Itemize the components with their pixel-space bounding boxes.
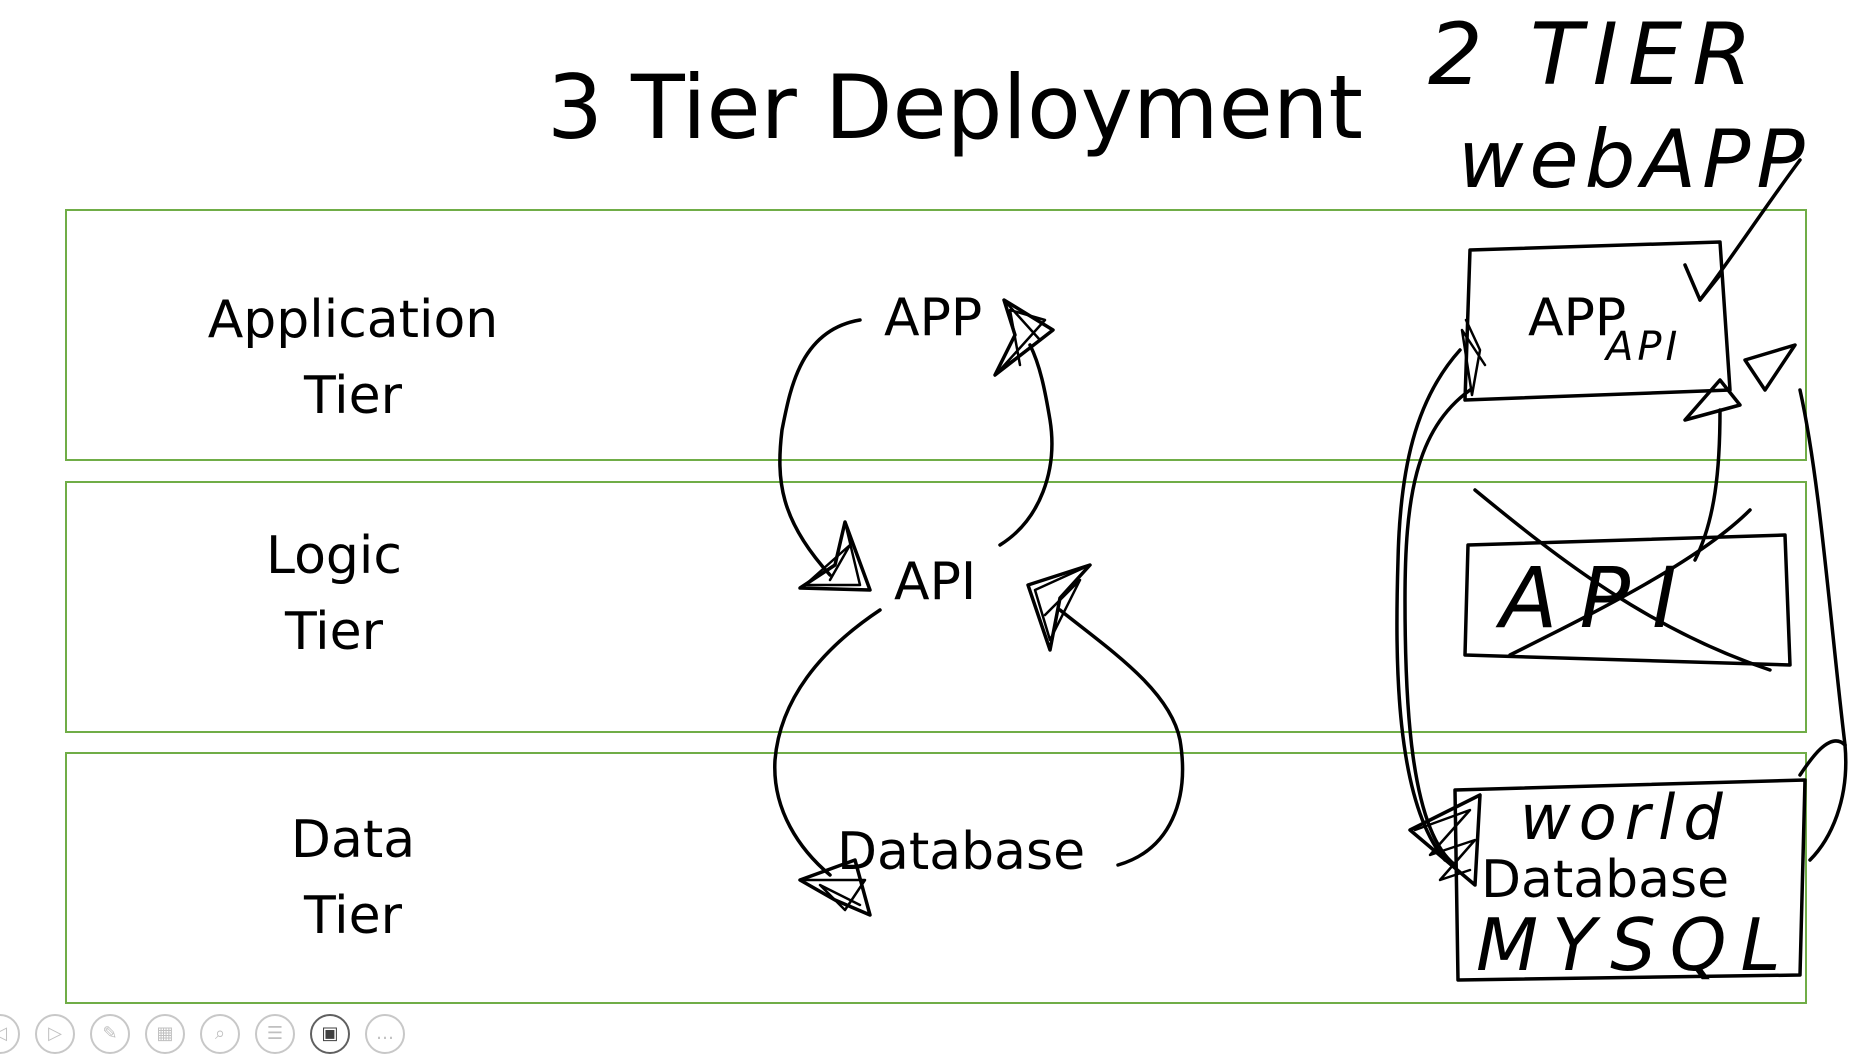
data-tier-label-line1: Data xyxy=(290,810,416,870)
data-tier-label-line2: Tier xyxy=(304,886,402,946)
pen-icon: ✎ xyxy=(102,1023,118,1044)
pen-button[interactable]: ✎ xyxy=(90,1014,130,1054)
zoom-button[interactable]: ⌕ xyxy=(200,1014,240,1054)
presentation-toolbar: ◁ ▷ ✎ ▦ ⌕ ☰ ▣ … xyxy=(0,1012,405,1056)
handwritten-2-tier-heading: 2 TIER xyxy=(1428,5,1763,105)
next-slide-icon: ▷ xyxy=(48,1023,62,1044)
handwritten-webapp-label: webAPP xyxy=(1458,113,1811,206)
logic-tier-label-line2: Tier xyxy=(285,602,383,662)
handwritten-world-label: world xyxy=(1520,781,1731,854)
more-icon: … xyxy=(376,1023,394,1044)
application-tier-band xyxy=(65,209,1807,461)
subtitles-icon: ☰ xyxy=(266,1023,284,1044)
three-tier-api-node: API xyxy=(894,552,977,612)
magnifier-icon: ⌕ xyxy=(214,1023,226,1044)
slide-title: 3 Tier Deployment xyxy=(546,56,1364,159)
more-options-button[interactable]: … xyxy=(365,1014,405,1054)
data-tier-label: Data Tier xyxy=(143,802,563,954)
application-tier-label: Application Tier xyxy=(143,282,563,434)
previous-slide-icon: ◁ xyxy=(0,1025,7,1043)
handwritten-crossed-api: API xyxy=(1500,549,1699,647)
subtitles-button[interactable]: ☰ xyxy=(255,1014,295,1054)
application-tier-label-line2: Tier xyxy=(304,366,402,426)
camera-button[interactable]: ▣ xyxy=(310,1014,350,1054)
grid-icon: ▦ xyxy=(156,1023,174,1044)
handwritten-api-note: API xyxy=(1606,324,1682,370)
see-all-slides-button[interactable]: ▦ xyxy=(145,1014,185,1054)
application-tier-label-line1: Application xyxy=(207,290,499,350)
camera-icon: ▣ xyxy=(321,1023,339,1044)
three-tier-database-node: Database xyxy=(837,822,1086,882)
three-tier-app-node: APP xyxy=(884,288,983,348)
logic-tier-label: Logic Tier xyxy=(124,518,544,670)
handwritten-mysql-label: MYSQL xyxy=(1476,903,1795,987)
previous-slide-button[interactable]: ◁ xyxy=(0,1014,20,1054)
next-slide-button[interactable]: ▷ xyxy=(35,1014,75,1054)
logic-tier-label-line1: Logic xyxy=(266,526,402,586)
